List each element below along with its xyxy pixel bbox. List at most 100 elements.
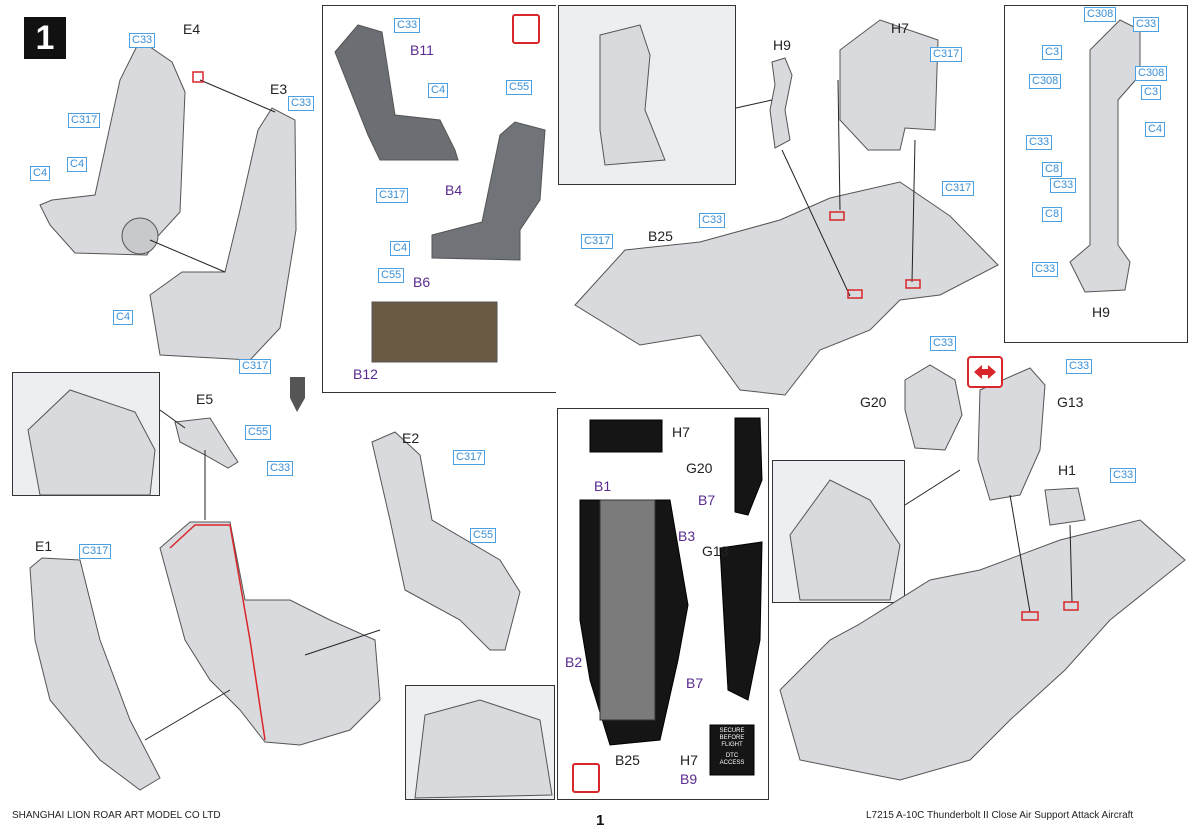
console-g13 [977, 367, 1046, 501]
seat-b6-tray [371, 301, 498, 363]
inset-stick [599, 24, 666, 166]
label-b4: B4 [445, 182, 463, 198]
label-e3: E3 [270, 81, 288, 97]
footer-product: L7215 A-10C Thunderbolt II Close Air Sup… [866, 810, 1134, 821]
tag-c33-j: C33 [930, 336, 957, 351]
label-h7-decal: H7 [672, 424, 690, 440]
decal-console-center [599, 499, 656, 721]
decal-symbol-icon [512, 14, 540, 44]
label-b6: B6 [413, 274, 431, 290]
page-number: 1 [596, 812, 605, 829]
tag-c55-b: C55 [378, 268, 405, 283]
label-g20-decal: G20 [686, 460, 713, 476]
tag-c317-f: C317 [581, 234, 614, 249]
tag-c55-c: C55 [245, 425, 272, 440]
decal-symbol-icon-bottom [572, 763, 600, 793]
tag-c317-h: C317 [79, 544, 112, 559]
control-stick-h9 [769, 57, 793, 149]
tag-c4-b: C4 [30, 166, 51, 181]
tag-c33-i: C33 [267, 461, 294, 476]
attach-mark-5 [1021, 611, 1039, 621]
label-b11: B11 [410, 42, 434, 58]
tag-c317-g: C317 [453, 450, 486, 465]
tag-c4-d: C4 [428, 83, 449, 98]
tag-c308-a: C308 [1084, 7, 1117, 22]
part-h1 [1044, 487, 1086, 526]
tag-c33-c: C33 [394, 18, 421, 33]
line-e4-e3 [199, 79, 276, 113]
label-g13-right: G13 [1057, 394, 1084, 410]
tag-c317-b: C317 [239, 359, 272, 374]
label-h7-bottom: H7 [680, 752, 698, 768]
instrument-panel-h7 [839, 19, 939, 151]
label-e2: E2 [402, 430, 420, 446]
tag-c317-c: C317 [376, 188, 409, 203]
line-h7 [837, 79, 841, 211]
tag-c33-e: C33 [1133, 17, 1160, 32]
line-h9 [781, 149, 851, 297]
line-inset-console [904, 469, 961, 506]
stick-detail-h9 [1069, 19, 1141, 293]
line-g13 [1009, 494, 1031, 613]
line-inset-seat-top [159, 409, 186, 429]
attach-mark-4 [905, 279, 921, 289]
step-number-badge: 1 [24, 17, 66, 59]
label-b1: B1 [594, 478, 612, 494]
label-g13-decal: G13 [702, 543, 729, 559]
tag-c33-b: C33 [288, 96, 315, 111]
flip-arrow-icon [967, 356, 1003, 388]
label-b25-decal: B25 [615, 752, 640, 768]
label-b7-a: B7 [698, 492, 716, 508]
label-e1: E1 [35, 538, 53, 554]
attach-mark-6 [1063, 601, 1079, 611]
tag-c317-a: C317 [68, 113, 101, 128]
label-b3: B3 [678, 528, 696, 544]
label-b9: B9 [680, 771, 698, 787]
down-arrow-icon [290, 377, 305, 412]
tag-c8-b: C8 [1042, 207, 1063, 222]
tag-c33-f: C33 [1026, 135, 1053, 150]
inset-seat-top [27, 389, 156, 496]
decal-h7-placard [709, 724, 755, 776]
seat-side-b11 [334, 24, 459, 161]
tag-c308-b: C308 [1135, 66, 1168, 81]
decal-instrument-h7 [589, 419, 663, 453]
tag-c33-d: C33 [699, 213, 726, 228]
tag-c33-k: C33 [1066, 359, 1093, 374]
tag-c4-f: C4 [1145, 122, 1166, 137]
part-e5 [174, 417, 239, 469]
tag-c33-l: C33 [1110, 468, 1137, 483]
seat-cylinder [121, 217, 159, 255]
console-g20 [904, 364, 963, 451]
label-h9-top: H9 [773, 37, 791, 53]
tag-c4-c: C4 [113, 310, 134, 325]
label-b2: B2 [565, 654, 583, 670]
attach-mark-3 [847, 289, 863, 299]
tag-c33-g: C33 [1050, 178, 1077, 193]
line-seat-e1 [144, 689, 231, 741]
line-seat-e2 [304, 629, 381, 656]
decal-g20 [734, 417, 763, 516]
seat-b4 [431, 121, 546, 261]
line-h1 [1069, 524, 1073, 603]
tag-c8-a: C8 [1042, 162, 1063, 177]
tag-c55-d: C55 [470, 528, 497, 543]
seat-red-outline [169, 524, 266, 741]
line-e3-cyl [149, 239, 226, 273]
inset-console [789, 479, 901, 601]
label-h1: H1 [1058, 462, 1076, 478]
tag-c55-a: C55 [506, 80, 533, 95]
cockpit-tub-lower [779, 519, 1186, 781]
inset-seat-bottom [414, 699, 553, 799]
label-e5: E5 [196, 391, 214, 407]
attach-mark-2 [829, 211, 845, 221]
label-e4: E4 [183, 21, 201, 37]
seat-main-assembly [159, 521, 381, 746]
seat-e1 [29, 557, 161, 791]
label-h7-top: H7 [891, 20, 909, 36]
tag-c33-a: C33 [129, 33, 156, 48]
tag-c317-e: C317 [942, 181, 975, 196]
attach-mark-1 [192, 71, 204, 83]
label-b12: B12 [353, 366, 378, 382]
